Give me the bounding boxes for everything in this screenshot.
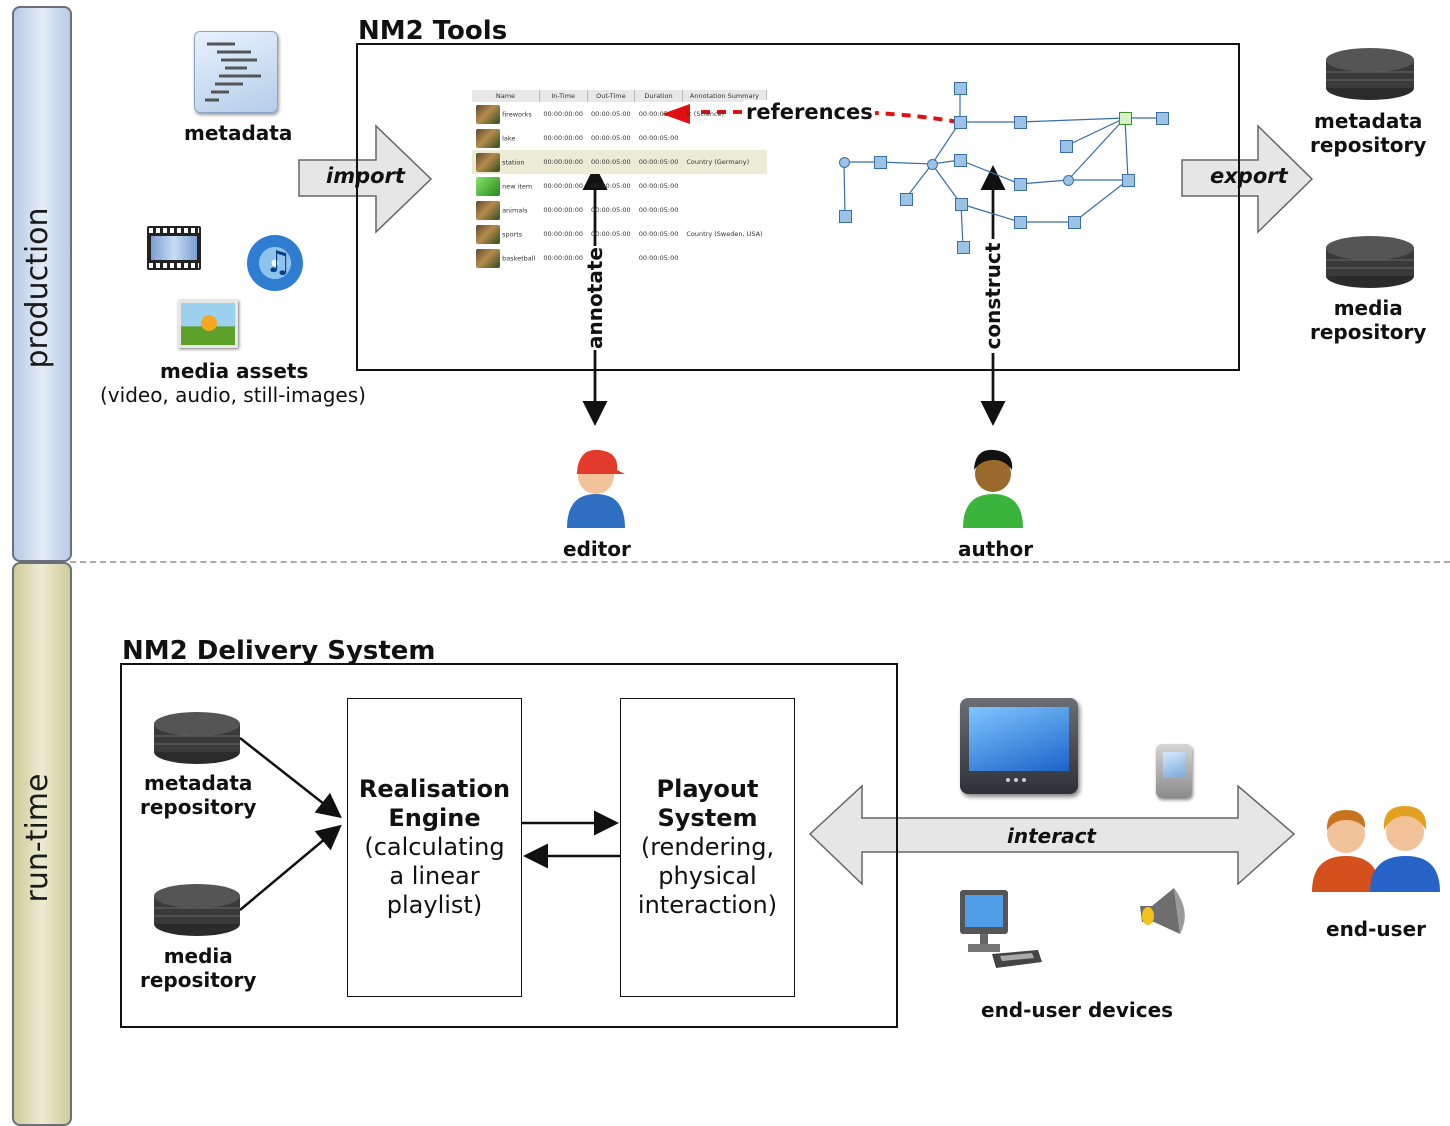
col-duration: Duration <box>634 90 683 102</box>
import-label: import <box>326 164 405 188</box>
graph-node[interactable] <box>957 241 970 254</box>
graph-node[interactable] <box>1068 216 1081 229</box>
graph-node[interactable] <box>1014 178 1027 191</box>
realisation-engine-box: Realisation Engine (calculating a linear… <box>347 698 522 997</box>
thumbnail-icon <box>476 128 500 148</box>
desktop-computer-icon <box>956 888 1044 974</box>
graph-node[interactable] <box>1119 112 1132 125</box>
graph-node[interactable] <box>1156 112 1169 125</box>
col-summary: Annotation Summary <box>682 90 768 102</box>
author-avatar-icon <box>961 444 1025 528</box>
export-arrow <box>1181 124 1314 234</box>
green-cube-icon <box>476 176 500 196</box>
col-name: Name <box>472 90 540 102</box>
graph-node[interactable] <box>900 193 913 206</box>
table-header: Name In-Time Out-Time Duration Annotatio… <box>472 90 768 102</box>
media-assets-label: media assets <box>160 359 309 383</box>
text-lines-icon <box>205 42 261 102</box>
annotation-grid: Name In-Time Out-Time Duration Annotatio… <box>472 90 768 270</box>
playout-system-box: Playout System (rendering, physical inte… <box>620 698 795 997</box>
construct-label: construct <box>981 239 1005 353</box>
graph-node[interactable] <box>839 157 850 168</box>
end-users-icon <box>1310 800 1442 892</box>
graph-node[interactable] <box>839 210 852 223</box>
end-user-label: end-user <box>1326 917 1426 941</box>
graph-node[interactable] <box>1063 175 1074 186</box>
lane-separator <box>70 561 1450 563</box>
tools-title: NM2 Tools <box>358 16 508 46</box>
speaker-icon <box>1134 884 1190 944</box>
table-row[interactable]: basketball 00:00:00:005:00 00:00:05:00 <box>472 246 767 270</box>
thumbnail-icon <box>476 248 500 268</box>
graph-node[interactable] <box>1122 174 1135 187</box>
export-label: export <box>1210 164 1288 188</box>
graph-node[interactable] <box>954 82 967 95</box>
author-label: author <box>958 537 1034 561</box>
end-user-devices-label: end-user devices <box>981 998 1174 1022</box>
editor-avatar-icon <box>563 444 629 528</box>
mobile-phone-icon <box>1156 744 1192 798</box>
interact-label: interact <box>1007 824 1096 848</box>
film-strip-icon <box>147 226 201 270</box>
graph-node[interactable] <box>874 156 887 169</box>
metadata-document-icon <box>194 31 278 113</box>
media-assets-sublabel: (video, audio, still-images) <box>100 383 366 407</box>
thumbnail-icon <box>476 200 500 220</box>
database-icons <box>154 48 1414 936</box>
graph-node[interactable] <box>954 116 967 129</box>
import-arrow <box>298 124 433 234</box>
delivery-title: NM2 Delivery System <box>122 636 436 666</box>
tv-screen-icon <box>960 698 1078 794</box>
thumbnail-icon <box>476 152 500 172</box>
tools-box <box>356 43 1240 371</box>
col-in: In-Time <box>539 90 588 102</box>
graph-node[interactable] <box>927 159 938 170</box>
interact-arrow <box>808 784 1296 886</box>
graph-node[interactable] <box>1060 140 1073 153</box>
image-icon <box>178 300 238 348</box>
annotate-label: annotate <box>583 246 607 350</box>
annotation-table: Name In-Time Out-Time Duration Annotatio… <box>472 90 768 270</box>
graph-node[interactable] <box>955 198 968 211</box>
graph-node[interactable] <box>1014 216 1027 229</box>
production-lane <box>12 6 72 562</box>
thumbnail-icon <box>476 224 500 244</box>
thumbnail-icon <box>476 104 500 124</box>
graph-node[interactable] <box>1014 116 1027 129</box>
editor-label: editor <box>563 537 631 561</box>
references-label: references <box>744 100 875 124</box>
graph-node[interactable] <box>954 154 967 167</box>
metadata-label: metadata <box>184 121 293 145</box>
delivery-box <box>120 663 898 1028</box>
runtime-lane <box>12 562 72 1126</box>
col-out: Out-Time <box>587 90 636 102</box>
music-icon: ♫ <box>247 235 303 291</box>
